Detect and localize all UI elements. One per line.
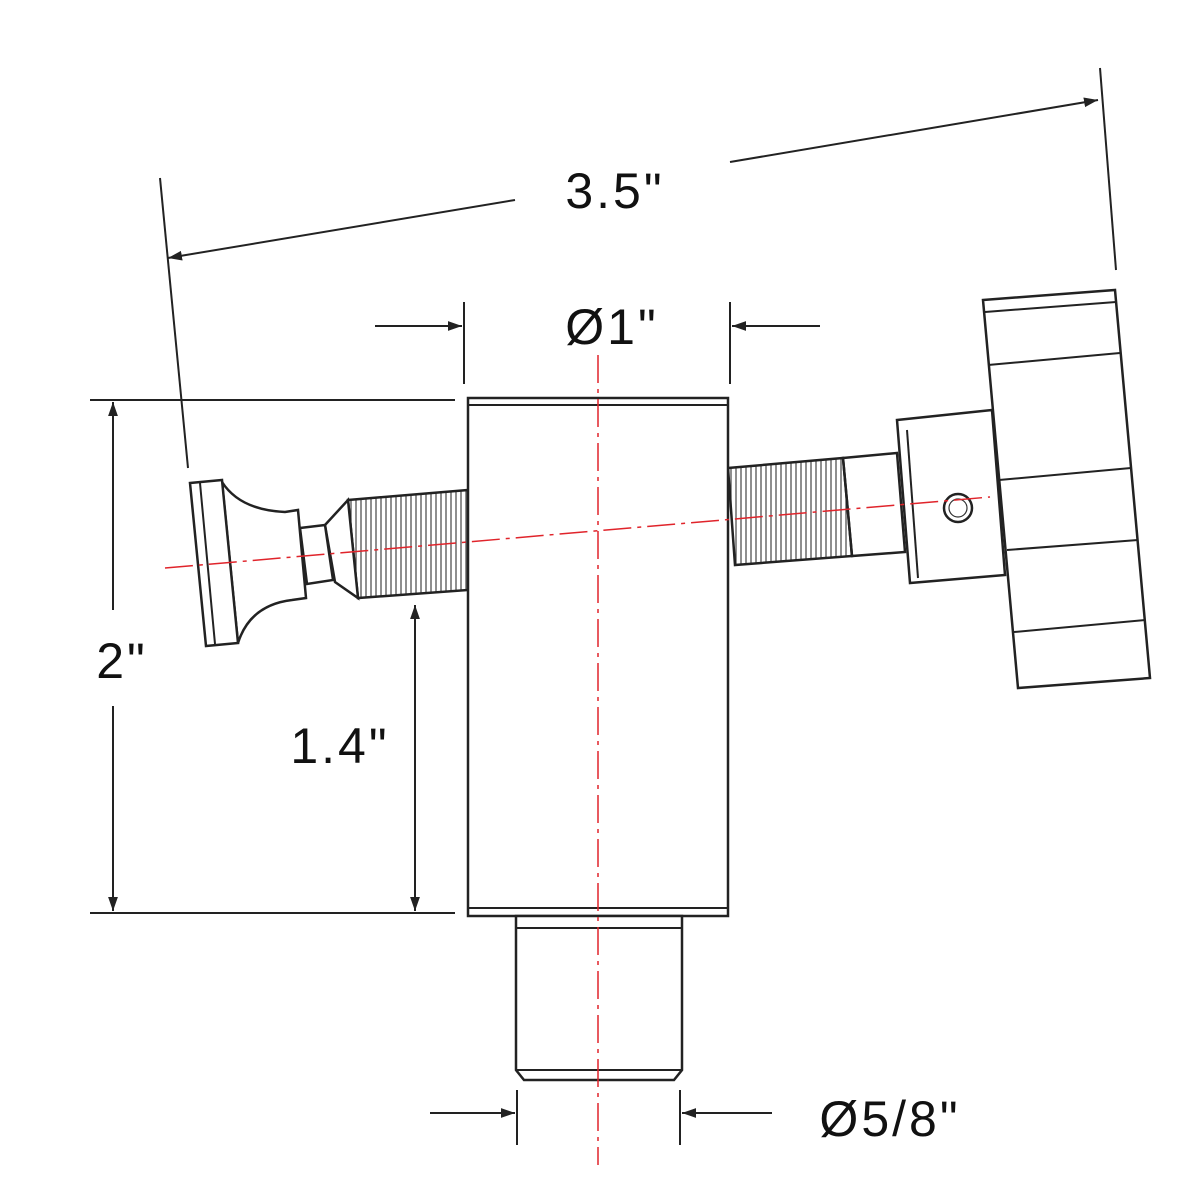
label-overall-length: 3.5" [565, 163, 664, 219]
right-collar [895, 408, 1007, 585]
label-spigot-diameter: Ø5/8" [819, 1091, 960, 1147]
dimension-overall-length: 3.5" [159, 67, 1117, 469]
clamp-handle [981, 288, 1152, 690]
dimension-screw-height: 1.4" [290, 605, 420, 911]
label-screw-height: 1.4" [290, 718, 389, 774]
dimension-spigot-diameter: Ø5/8" [430, 1090, 960, 1147]
dimension-body-diameter: Ø1" [375, 299, 820, 384]
left-pad-knob [188, 478, 308, 648]
right-screw-thread [726, 451, 907, 567]
spigot [514, 914, 684, 1082]
dimension-body-height: 2" [90, 399, 455, 914]
screw-centerline [164, 496, 991, 569]
label-body-diameter: Ø1" [565, 299, 658, 355]
label-body-height: 2" [96, 633, 148, 689]
